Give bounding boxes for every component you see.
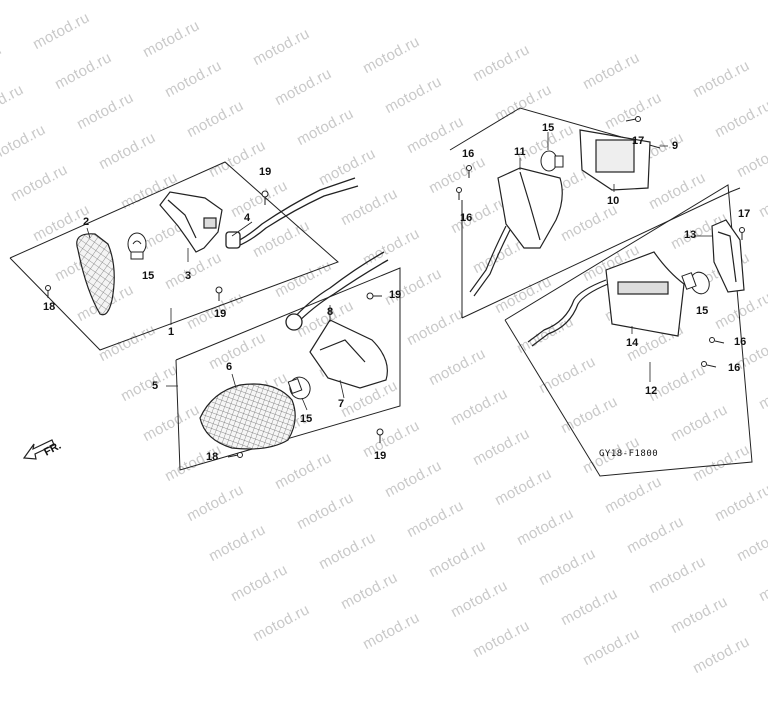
callout-17: 17	[738, 208, 751, 220]
screw-19d-icon	[376, 428, 384, 443]
watermark-text: motod.ru	[360, 609, 423, 654]
watermark-text: motod.ru	[448, 577, 511, 622]
callout-15: 15	[542, 122, 555, 134]
diagram-drawing	[9, 107, 753, 477]
leader-lines	[86, 132, 712, 411]
callout-16: 16	[734, 336, 747, 348]
screw-18b-icon	[227, 452, 243, 458]
bulb-right-1	[287, 376, 311, 400]
frame-assembly-5	[175, 267, 401, 471]
bulb-left-1	[127, 232, 147, 260]
screw-19a-icon	[261, 190, 269, 205]
callout-14: 14	[626, 337, 639, 349]
watermark-text: motod.ru	[470, 617, 533, 662]
callout-16: 16	[462, 148, 475, 160]
watermark-text: motod.ru	[668, 593, 731, 638]
screw-16b-icon	[456, 187, 462, 200]
callout-6: 6	[226, 361, 233, 373]
callout-4: 4	[244, 212, 251, 224]
wire-harness-8	[285, 251, 389, 331]
callout-19: 19	[389, 289, 402, 301]
callout-15: 15	[142, 270, 155, 282]
callout-19: 19	[374, 450, 387, 462]
callout-19: 19	[259, 166, 272, 178]
diagram-code: GY18-F1800	[599, 449, 659, 459]
bulb-rear-right	[681, 271, 710, 295]
callout-15: 15	[300, 413, 313, 425]
screw-16d-icon	[701, 361, 717, 368]
screw-16c-icon	[709, 337, 725, 344]
callout-15: 15	[696, 305, 709, 317]
housing-front-right	[309, 319, 388, 389]
lens-front-right	[199, 383, 296, 450]
callout-17: 17	[632, 135, 645, 147]
callout-18: 18	[43, 301, 56, 313]
callout-2: 2	[83, 216, 90, 228]
callout-11: 11	[514, 146, 526, 158]
callout-12: 12	[645, 385, 658, 397]
callout-16: 16	[460, 212, 473, 224]
frame-assembly-12	[504, 184, 753, 477]
watermark-text: motod.ru	[558, 585, 621, 630]
front-direction-arrow-icon	[22, 439, 55, 460]
callout-3: 3	[185, 270, 192, 282]
callout-7: 7	[338, 398, 345, 410]
lens-rear-right	[711, 219, 745, 293]
housing-rear-left	[469, 167, 563, 297]
screw-18a-icon	[45, 285, 51, 298]
screw-19c-icon	[366, 292, 382, 300]
frame-assembly-1	[9, 161, 339, 351]
lens-rear-left	[579, 129, 651, 191]
screw-17a-icon	[625, 116, 641, 122]
screw-17b-icon	[739, 227, 745, 240]
callout-5: 5	[152, 380, 159, 392]
frame-assembly-9	[449, 107, 741, 319]
screw-16a-icon	[466, 165, 472, 178]
watermark-text: motod.ru	[690, 633, 753, 678]
housing-front-left	[159, 191, 223, 253]
callout-19: 19	[214, 308, 227, 320]
wire-harness-4	[225, 177, 359, 249]
watermark-text: motod.ru	[580, 625, 643, 670]
bulb-rear-left	[540, 150, 564, 172]
screw-19b-icon	[215, 286, 223, 301]
callout-16: 16	[728, 362, 741, 374]
callout-13: 13	[684, 229, 697, 241]
callout-8: 8	[327, 306, 334, 318]
housing-rear-right	[527, 251, 685, 347]
callout-18: 18	[206, 451, 219, 463]
watermark-text: motod.ru	[250, 601, 313, 646]
callout-10: 10	[607, 195, 620, 207]
screws	[45, 116, 745, 458]
callout-1: 1	[168, 326, 175, 338]
callout-9: 9	[672, 140, 679, 152]
lens-front-left	[76, 233, 115, 316]
